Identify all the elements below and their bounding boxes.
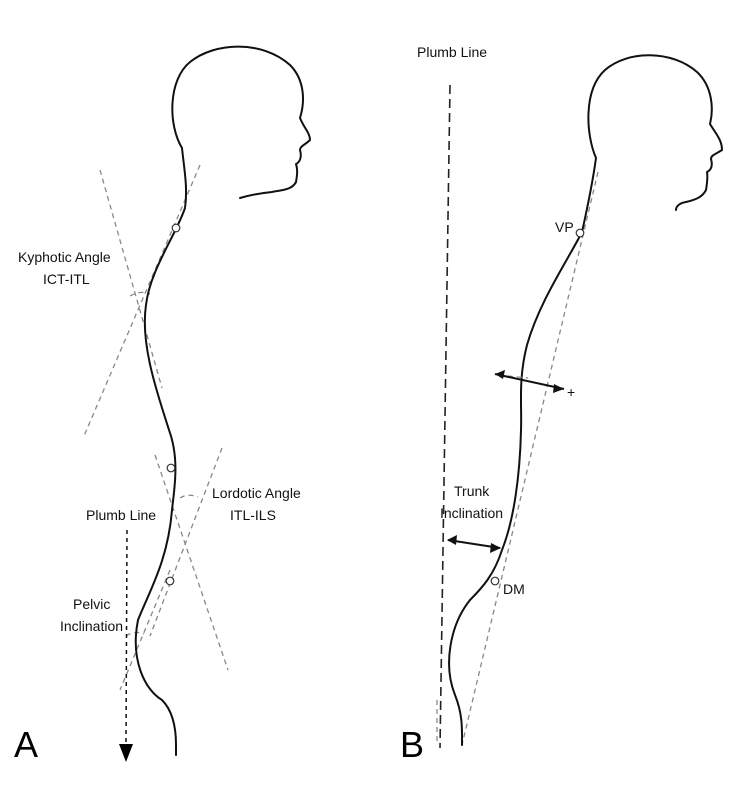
trunk-inclination-label: Trunk [454,483,490,499]
pelvic-angle-arc [125,631,145,637]
plumb-line-b [439,84,451,749]
mid-tick [507,375,529,379]
pelvic-inclination-label: Pelvic [73,596,110,612]
plumb-line-a [125,529,128,744]
offset-arrow [494,373,565,390]
dm-label: DM [503,581,525,597]
kyphosis-tangent-lower [83,164,201,437]
lordotic-angle-label: Lordotic Angle [212,485,301,501]
lordotic-angle-sublabel: ITL-ILS [230,507,276,523]
plus-sign: + [567,384,575,400]
body-profile-a [134,45,311,756]
pelvic-inclination-sublabel: Inclination [60,618,123,634]
marker-itl [166,463,176,473]
trunk-arrow-head-right [490,543,501,553]
offset-arrow-head-right [553,384,564,393]
panel-letter-a: A [14,724,38,765]
kyphotic-angle-sublabel: ICT-ITL [43,271,90,287]
panel-b: + Plumb Line Trunk Inclination VP DM B [400,44,723,765]
offset-arrow-head-left [495,370,505,379]
panel-letter-b: B [400,724,424,765]
body-profile-b [448,54,723,746]
plumb-line-label-a: Plumb Line [86,507,156,523]
marker-ils [165,576,175,586]
vp-label: VP [555,219,574,235]
marker-dm [490,576,500,586]
marker-vp [575,228,585,238]
pelvic-tangent [119,569,171,691]
trunk-inclination-sublabel: Inclination [440,505,503,521]
lordosis-tangent-lower [149,447,223,637]
panel-a: Kyphotic Angle ICT-ITL Lordotic Angle IT… [14,45,311,765]
plumb-bob-icon [119,744,133,762]
trunk-inclination-line [461,171,599,746]
plumb-line-label-b: Plumb Line [417,44,487,60]
lordosis-tangent-upper [154,454,229,671]
marker-ict [171,223,181,233]
kyphotic-angle-label: Kyphotic Angle [18,249,111,265]
trunk-arrow-head-left [447,535,457,545]
lordotic-angle-arc [179,494,199,499]
kyphosis-tangent-upper [99,169,163,389]
